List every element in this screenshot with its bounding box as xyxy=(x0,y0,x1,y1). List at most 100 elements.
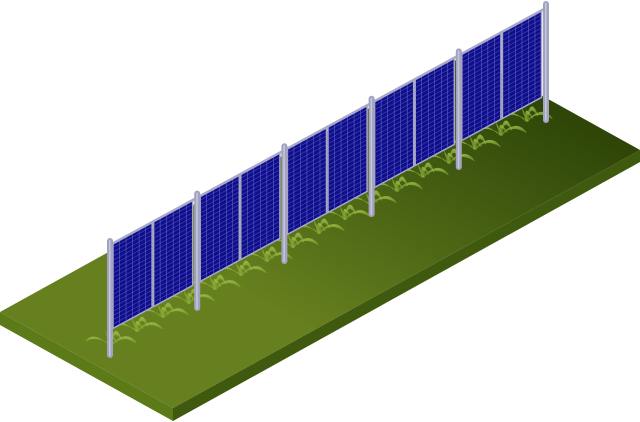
cell-line-horizontal xyxy=(287,208,327,231)
cell-line-horizontal xyxy=(112,255,153,278)
grass-blade xyxy=(239,260,253,276)
cell-line-horizontal xyxy=(200,204,240,227)
cell-line-horizontal xyxy=(461,58,502,80)
cell-line-horizontal xyxy=(415,92,455,114)
solar-panel xyxy=(152,198,194,308)
cell-line-horizontal xyxy=(502,66,542,89)
cell-line-horizontal xyxy=(200,234,240,256)
cell-line-horizontal xyxy=(153,251,193,273)
grass-blade xyxy=(343,204,357,220)
cell-line-horizontal xyxy=(461,97,502,119)
cell-line-horizontal xyxy=(374,105,414,128)
cell-line-horizontal xyxy=(415,122,455,145)
cell-line-horizontal xyxy=(374,88,414,111)
cell-line-horizontal xyxy=(287,182,327,205)
cell-line-horizontal xyxy=(502,58,542,80)
cell-line-horizontal xyxy=(240,161,281,183)
cell-line-horizontal xyxy=(415,70,455,93)
cell-line-horizontal xyxy=(374,140,414,162)
cell-line-horizontal xyxy=(287,135,327,158)
cell-line-horizontal xyxy=(200,208,240,231)
cell-line-horizontal xyxy=(240,169,281,192)
grass-blade xyxy=(135,320,144,332)
cell-line-horizontal xyxy=(240,212,281,235)
cell-line-horizontal xyxy=(153,216,193,239)
cell-line-horizontal xyxy=(374,131,414,154)
cell-line-horizontal xyxy=(415,139,455,162)
cell-line-horizontal xyxy=(327,152,368,175)
grass-tuft xyxy=(137,302,189,318)
cell-line-horizontal xyxy=(461,67,502,89)
cell-line-horizontal xyxy=(327,165,368,187)
cell-line-horizontal xyxy=(200,247,240,269)
cell-line-horizontal xyxy=(153,242,193,265)
cell-line-horizontal xyxy=(327,139,368,162)
cell-line-horizontal xyxy=(502,23,542,45)
cell-line-horizontal xyxy=(415,105,455,127)
cell-line-horizontal xyxy=(415,100,455,123)
cell-line-horizontal xyxy=(112,251,153,274)
cell-line-horizontal xyxy=(415,135,455,158)
cell-line-horizontal xyxy=(415,66,455,88)
grass-blade xyxy=(395,176,409,192)
cell-line-horizontal xyxy=(153,263,193,286)
solar-panel xyxy=(414,56,456,167)
cell-line-horizontal xyxy=(502,31,542,54)
cell-line-horizontal xyxy=(112,234,153,257)
grass-blade xyxy=(317,218,331,234)
cell-line-horizontal xyxy=(461,75,502,98)
cell-line-horizontal xyxy=(112,243,153,265)
cell-line-horizontal xyxy=(327,148,368,170)
top-rail xyxy=(196,149,285,199)
cell-line-horizontal xyxy=(153,238,193,260)
cell-line-horizontal xyxy=(287,165,327,188)
grass-tuft xyxy=(449,134,501,150)
cell-line-horizontal xyxy=(461,62,502,85)
cell-line-horizontal xyxy=(287,161,327,184)
post-highlight xyxy=(109,240,111,356)
grass-tuft xyxy=(111,316,163,332)
cell-line-horizontal xyxy=(112,238,153,261)
grass-blade xyxy=(473,138,482,150)
cell-line-horizontal xyxy=(200,217,240,239)
cell-line-horizontal xyxy=(153,272,193,294)
cell-line-horizontal xyxy=(461,71,502,93)
cell-line-horizontal xyxy=(327,178,368,200)
cell-line-horizontal xyxy=(153,255,193,277)
grass-blade xyxy=(395,180,404,192)
cell-line-horizontal xyxy=(461,93,502,115)
cell-line-horizontal xyxy=(287,174,327,196)
cell-line-horizontal xyxy=(374,127,414,149)
cell-line-horizontal xyxy=(415,131,455,153)
cell-line-horizontal xyxy=(112,302,153,325)
cell-line-horizontal xyxy=(327,130,368,153)
cell-line-horizontal xyxy=(200,200,240,222)
grass-blade xyxy=(421,162,435,178)
cell-line-horizontal xyxy=(200,230,240,252)
cell-line-horizontal xyxy=(200,251,240,274)
cell-line-horizontal xyxy=(327,113,368,136)
grass-blade xyxy=(213,278,222,290)
cell-line-horizontal xyxy=(200,225,240,248)
cell-line-horizontal xyxy=(153,280,193,303)
cell-line-horizontal xyxy=(112,273,153,295)
cell-line-horizontal xyxy=(287,204,327,227)
grass-blade xyxy=(499,124,508,136)
cell-line-horizontal xyxy=(200,213,240,235)
solar-panel xyxy=(112,220,153,330)
cell-line-horizontal xyxy=(287,187,327,209)
cell-line-horizontal xyxy=(374,101,414,123)
cell-line-horizontal xyxy=(240,225,281,247)
cell-line-horizontal xyxy=(200,187,240,210)
cell-line-horizontal xyxy=(327,126,368,149)
cell-line-horizontal xyxy=(153,208,193,231)
cell-line-horizontal xyxy=(461,106,502,128)
cell-line-horizontal xyxy=(153,276,193,299)
solar-fence xyxy=(107,1,549,358)
cell-line-horizontal xyxy=(240,178,281,200)
cell-line-horizontal xyxy=(327,182,368,205)
cell-line-horizontal xyxy=(502,27,542,50)
cell-line-horizontal xyxy=(240,208,281,230)
cell-line-horizontal xyxy=(240,216,281,239)
